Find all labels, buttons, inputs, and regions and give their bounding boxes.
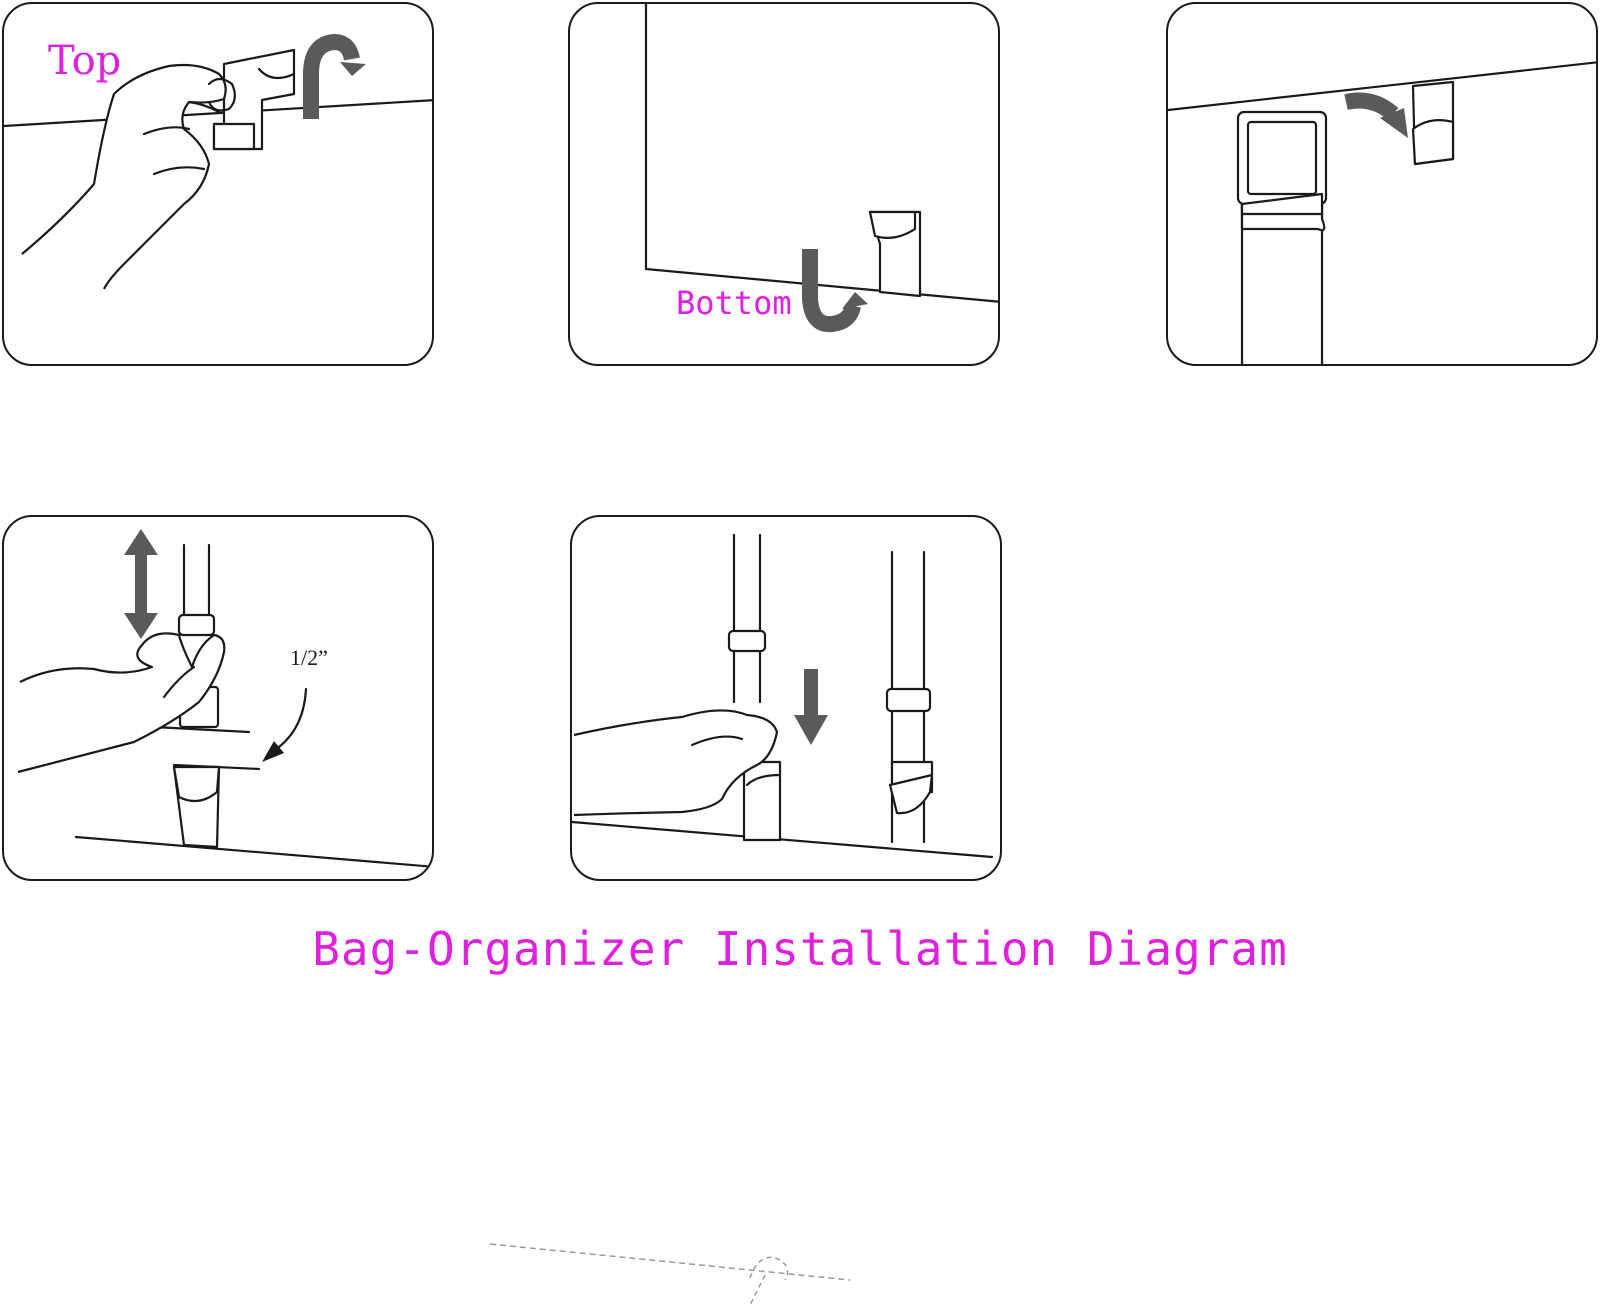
step-1-drawing [4, 33, 432, 290]
step-2-drawing [644, 4, 998, 333]
step-3-panel [1166, 2, 1598, 366]
step-5-panel [570, 515, 1002, 881]
step-4-drawing [17, 529, 432, 868]
strap-buckle [885, 687, 932, 713]
rotate-arrow-icon [303, 33, 360, 119]
strap-buckle [1236, 110, 1328, 206]
step-3-drawing [1168, 61, 1596, 364]
bottom-label: Bottom [676, 284, 792, 322]
step-1-panel: Top [2, 2, 434, 366]
step-2-panel: Bottom [568, 2, 1000, 366]
adjust-arrow-icon [124, 529, 158, 639]
hand-icon [21, 63, 227, 290]
strap-buckle [177, 613, 216, 637]
rotate-arrow-icon [802, 249, 861, 333]
faint-hanger-sketch [489, 1243, 851, 1306]
strap-buckle [727, 629, 767, 653]
step-5-drawing [572, 533, 994, 859]
measurement-label: 1/2” [290, 645, 328, 670]
hand-icon [17, 632, 226, 774]
step-4-panel: 1/2” [2, 515, 434, 881]
diagram-title: Bag-Organizer Installation Diagram [312, 922, 1288, 976]
move-arrow-icon [1344, 92, 1399, 121]
down-arrow-icon [794, 669, 828, 745]
top-label: Top [48, 38, 122, 84]
